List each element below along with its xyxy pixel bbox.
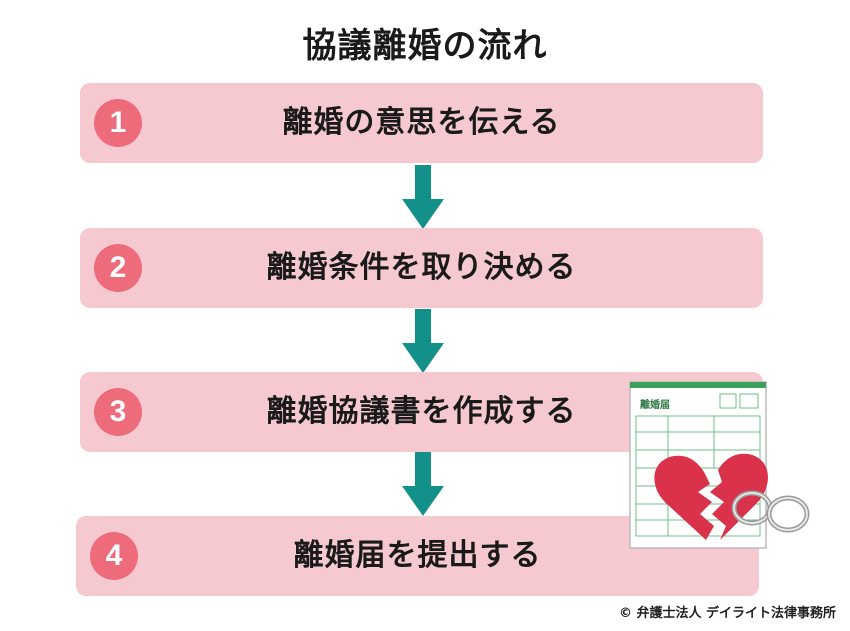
form-header-bar [630, 382, 766, 388]
step-1-box: 1 離婚の意思を伝える [80, 83, 763, 163]
step-3-number: 3 [94, 388, 142, 436]
down-arrow-icon [402, 309, 444, 373]
diagram-title: 協議離婚の流れ [302, 26, 548, 66]
step-2-number: 2 [94, 244, 142, 292]
divorce-form-illustration: 離婚届 [629, 381, 810, 549]
wedding-rings-icon [731, 490, 810, 533]
step-1-label: 離婚の意思を伝える [282, 105, 561, 140]
copyright-credit: © 弁護士法人 デイライト法律事務所 [618, 606, 836, 621]
step-2-label: 離婚条件を取り決める [266, 250, 577, 285]
down-arrow-icon [402, 165, 444, 229]
step-1-number: 1 [94, 99, 142, 147]
step-4-number: 4 [90, 532, 138, 580]
form-title-text: 離婚届 [640, 398, 670, 411]
step-4-box: 4 離婚届を提出する [76, 516, 759, 596]
step-3-label: 離婚協議書を作成する [266, 394, 577, 429]
step-4-label: 離婚届を提出する [293, 538, 542, 573]
down-arrow-icon [402, 452, 444, 516]
step-2-box: 2 離婚条件を取り決める [80, 228, 763, 308]
